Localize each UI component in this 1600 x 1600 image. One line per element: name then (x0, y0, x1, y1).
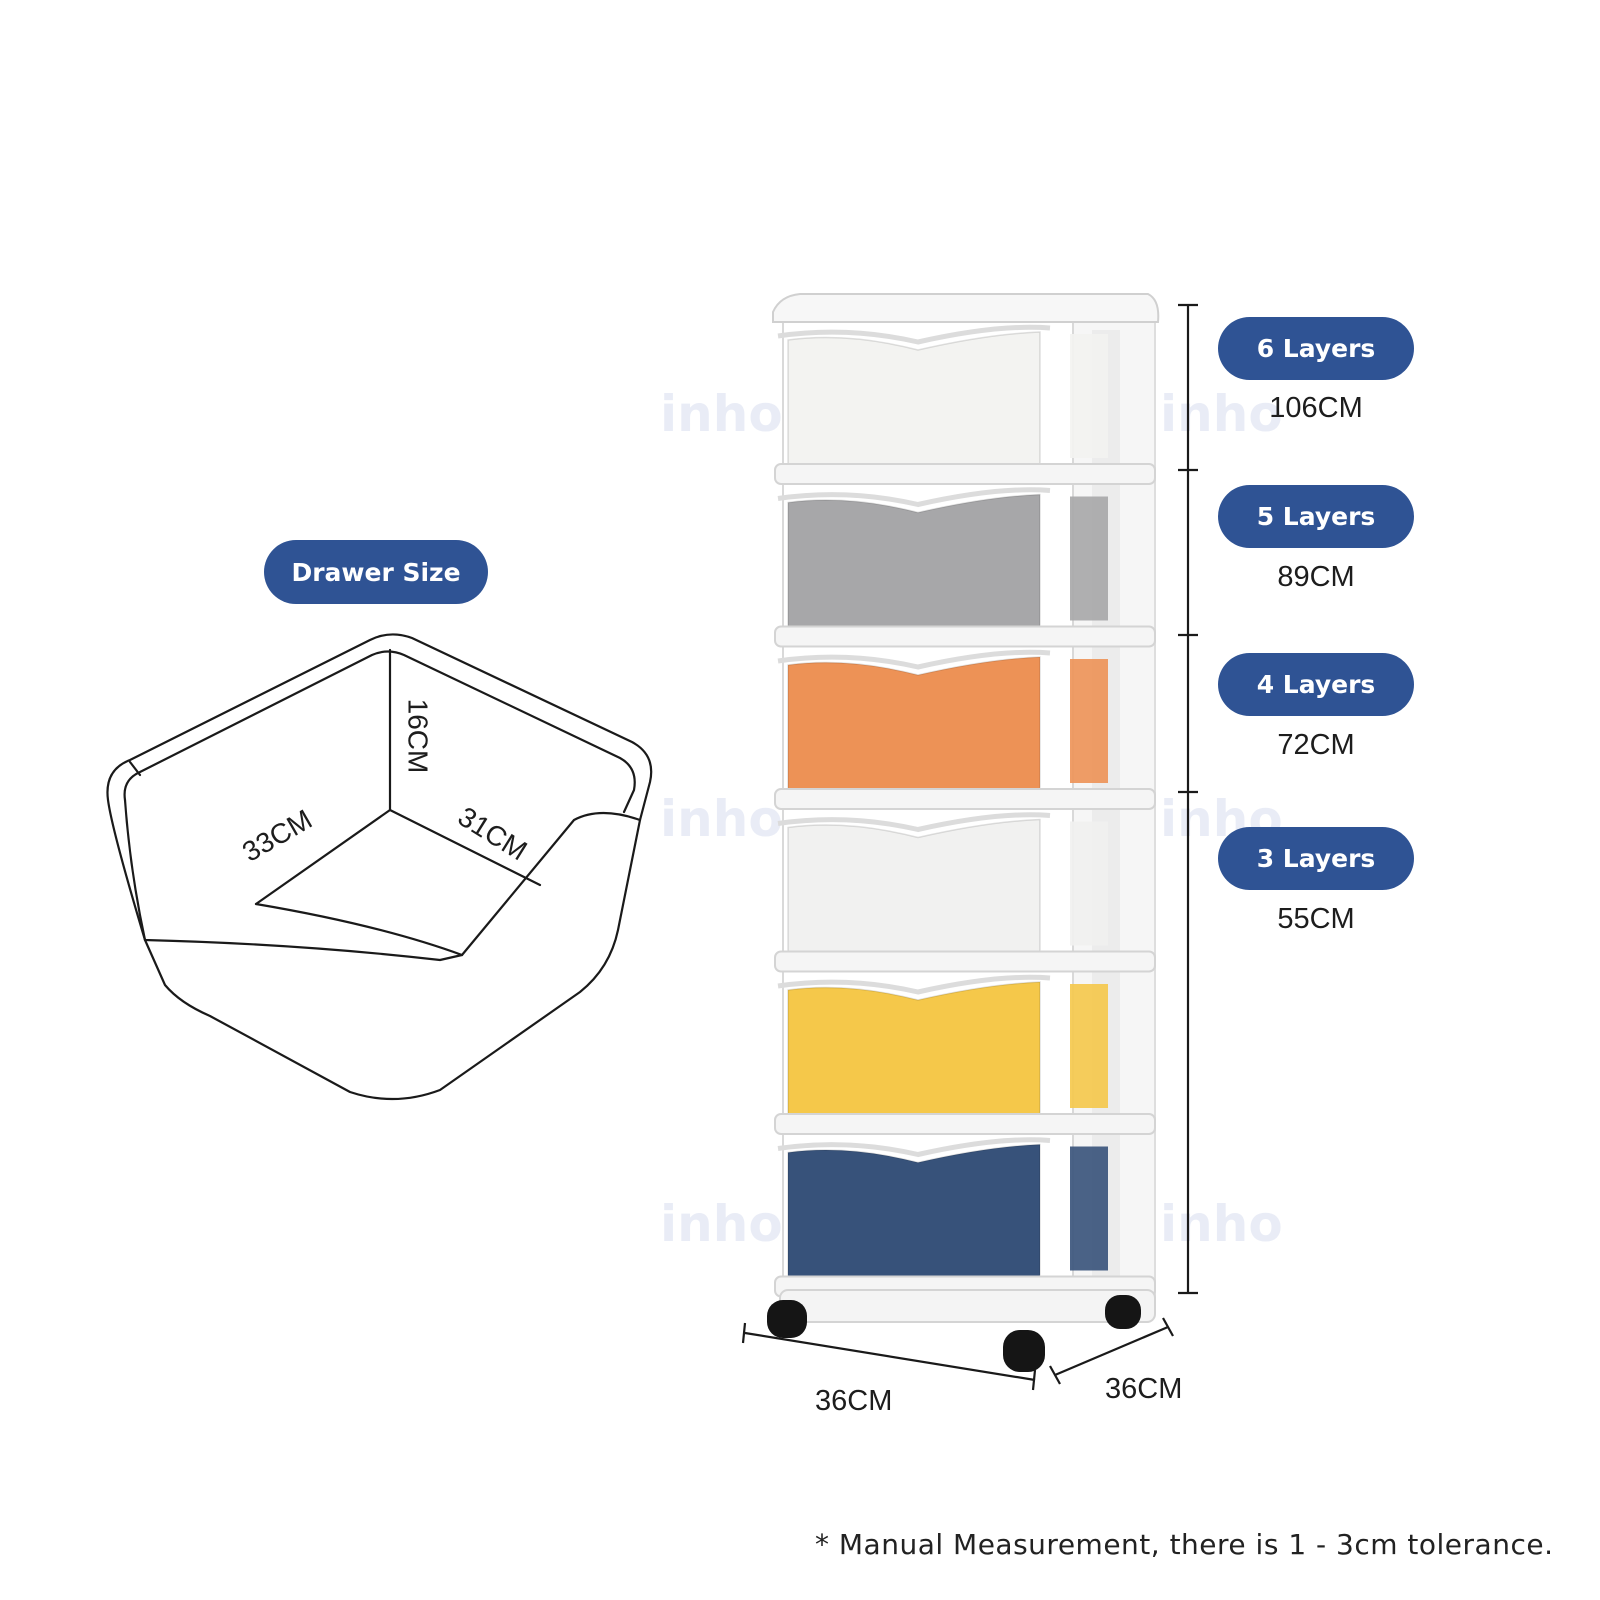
watermark-logo: inho (1160, 385, 1283, 443)
drawer-3 (774, 649, 1156, 810)
watermark-logo: inho (1160, 1195, 1283, 1253)
drawer-1 (774, 324, 1156, 485)
cabinet-depth-label: 36CM (1105, 1373, 1183, 1405)
watermark-logo: inho (660, 385, 783, 443)
watermark-logo: inho (660, 1195, 783, 1253)
watermark-logo: inho (660, 790, 783, 848)
cabinet-width-label: 36CM (815, 1385, 893, 1417)
layer-height-4: 72CM (1277, 729, 1355, 761)
layer-height-6: 106CM (1269, 392, 1363, 424)
drawer-4 (774, 812, 1156, 973)
layer-height-3: 55CM (1277, 903, 1355, 935)
layer-badge-6: 6 Layers (1218, 317, 1414, 380)
layer-height-5: 89CM (1277, 561, 1355, 593)
wheel-icon (767, 1295, 1141, 1372)
layer-badge-5: 5 Layers (1218, 485, 1414, 548)
layer-badge-3: 3 Layers (1218, 827, 1414, 890)
tolerance-note: * Manual Measurement, there is 1 - 3cm t… (815, 1528, 1554, 1561)
drawer-5 (774, 974, 1156, 1135)
drawer-size-badge: Drawer Size (264, 540, 488, 604)
layer-badge-4: 4 Layers (1218, 653, 1414, 716)
drawer-2 (774, 487, 1156, 648)
